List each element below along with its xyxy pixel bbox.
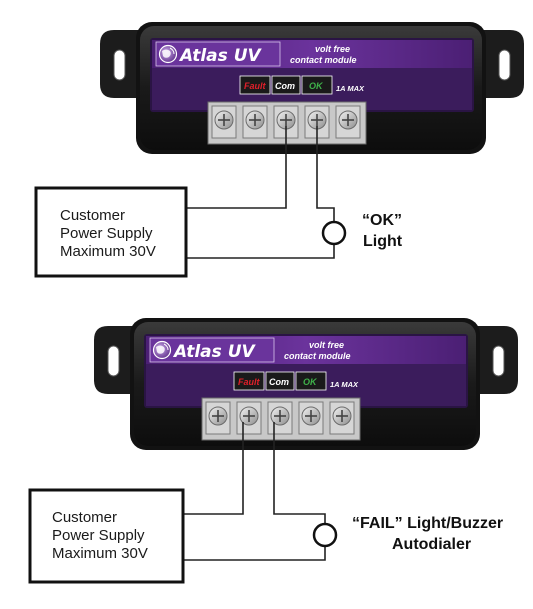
- terminal-screw-5: [329, 401, 355, 435]
- subtitle-line1: volt free: [309, 340, 344, 350]
- terminal-screw-com: [267, 401, 293, 435]
- fail-callout-line1: “FAIL” Light/Buzzer: [352, 515, 503, 532]
- fault-label: Fault: [238, 377, 261, 387]
- fault-label: Fault: [244, 81, 267, 91]
- ps-top-line3: Maximum 30V: [60, 243, 156, 260]
- ok-label: OK: [309, 81, 324, 91]
- mount-slot-left: [113, 49, 126, 81]
- power-supply-box-top: [34, 186, 188, 278]
- brand-name: Atlas UV: [178, 46, 262, 66]
- wire-com-bottom: [273, 422, 326, 524]
- subtitle-line2: contact module: [284, 351, 351, 361]
- ok-callout-line1: “OK”: [362, 212, 402, 229]
- bottom-wiring: [183, 422, 326, 561]
- ok-label-box: [301, 75, 333, 95]
- wire-return-bottom: [183, 546, 326, 561]
- ps-top-line2: Power Supply: [60, 225, 153, 242]
- wire-com-top: [186, 126, 287, 209]
- ps-bottom-line3: Maximum 30V: [52, 545, 148, 562]
- ok-light-symbol: [321, 220, 347, 246]
- brand-name: Atlas UV: [172, 342, 256, 362]
- rating-label: 1A MAX: [336, 84, 365, 93]
- com-label: Com: [275, 81, 295, 91]
- terminal-screw-5: [335, 105, 361, 139]
- terminal-screw-2: [242, 105, 268, 139]
- wire-fault-bottom: [183, 422, 244, 515]
- terminal-screw-1: [211, 105, 237, 139]
- globe-logo-icon: [158, 44, 178, 64]
- top-module: Atlas UV volt free contact module Fault …: [100, 22, 524, 154]
- mount-slot-right: [492, 345, 505, 377]
- terminal-screw-4: [298, 401, 324, 435]
- com-label: Com: [269, 377, 289, 387]
- mount-slot-left: [107, 345, 120, 377]
- ok-label-box: [295, 371, 327, 391]
- power-supply-box-bottom: [28, 488, 185, 584]
- mount-slot-right: [498, 49, 511, 81]
- fail-light-symbol: [312, 522, 338, 548]
- subtitle-line1: volt free: [315, 44, 350, 54]
- ok-callout-line2: Light: [363, 233, 403, 250]
- com-label-box: [271, 75, 301, 95]
- terminal-screw-fault: [236, 401, 262, 435]
- fault-label-box: [233, 371, 265, 391]
- ps-top-line1: Customer: [60, 207, 125, 224]
- fail-callout-line2: Autodialer: [392, 536, 471, 553]
- wire-return-top: [186, 244, 335, 259]
- ps-bottom-line2: Power Supply: [52, 527, 145, 544]
- ps-bottom-line1: Customer: [52, 509, 117, 526]
- wire-ok-top: [316, 126, 335, 222]
- ok-label: OK: [303, 377, 318, 387]
- bottom-module: Atlas UV volt free contact module Fault …: [94, 318, 518, 450]
- com-label-box: [265, 371, 295, 391]
- globe-logo-icon: [152, 340, 172, 360]
- top-wiring: [186, 126, 335, 259]
- rating-label: 1A MAX: [330, 380, 359, 389]
- subtitle-line2: contact module: [290, 55, 357, 65]
- fault-label-box: [239, 75, 271, 95]
- terminal-screw-1: [205, 401, 231, 435]
